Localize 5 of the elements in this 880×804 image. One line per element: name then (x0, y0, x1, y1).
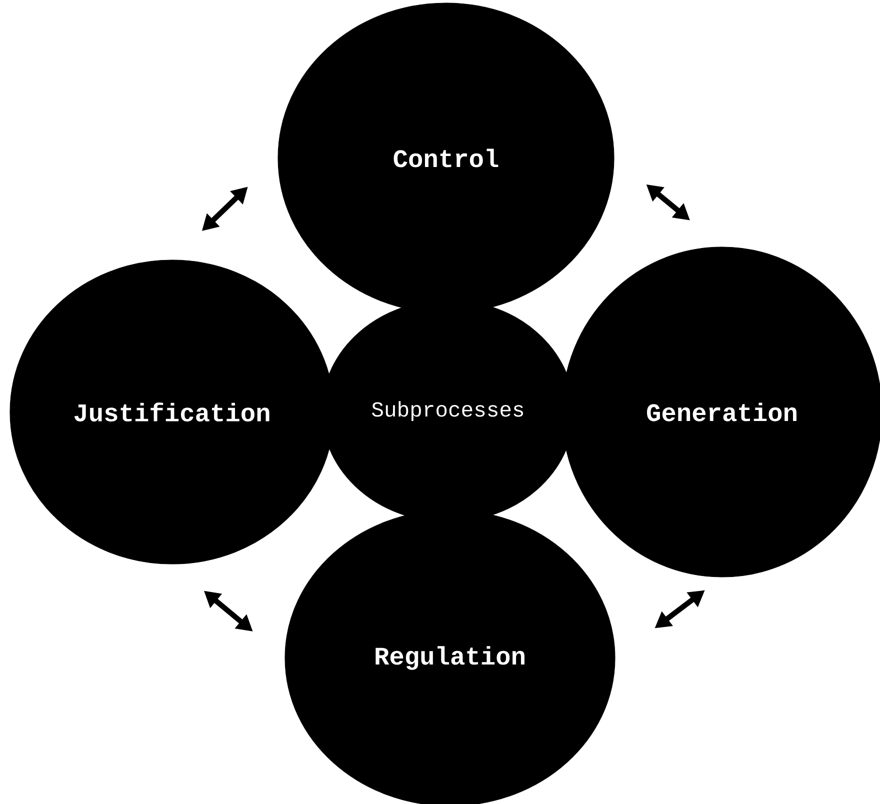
circle-node: Justification (10, 260, 334, 564)
circle-node: Subprocesses (322, 300, 574, 522)
circle-node: Control (278, 2, 614, 314)
circle-node: Regulation (284, 510, 616, 804)
circle-node: Generation (562, 246, 880, 578)
